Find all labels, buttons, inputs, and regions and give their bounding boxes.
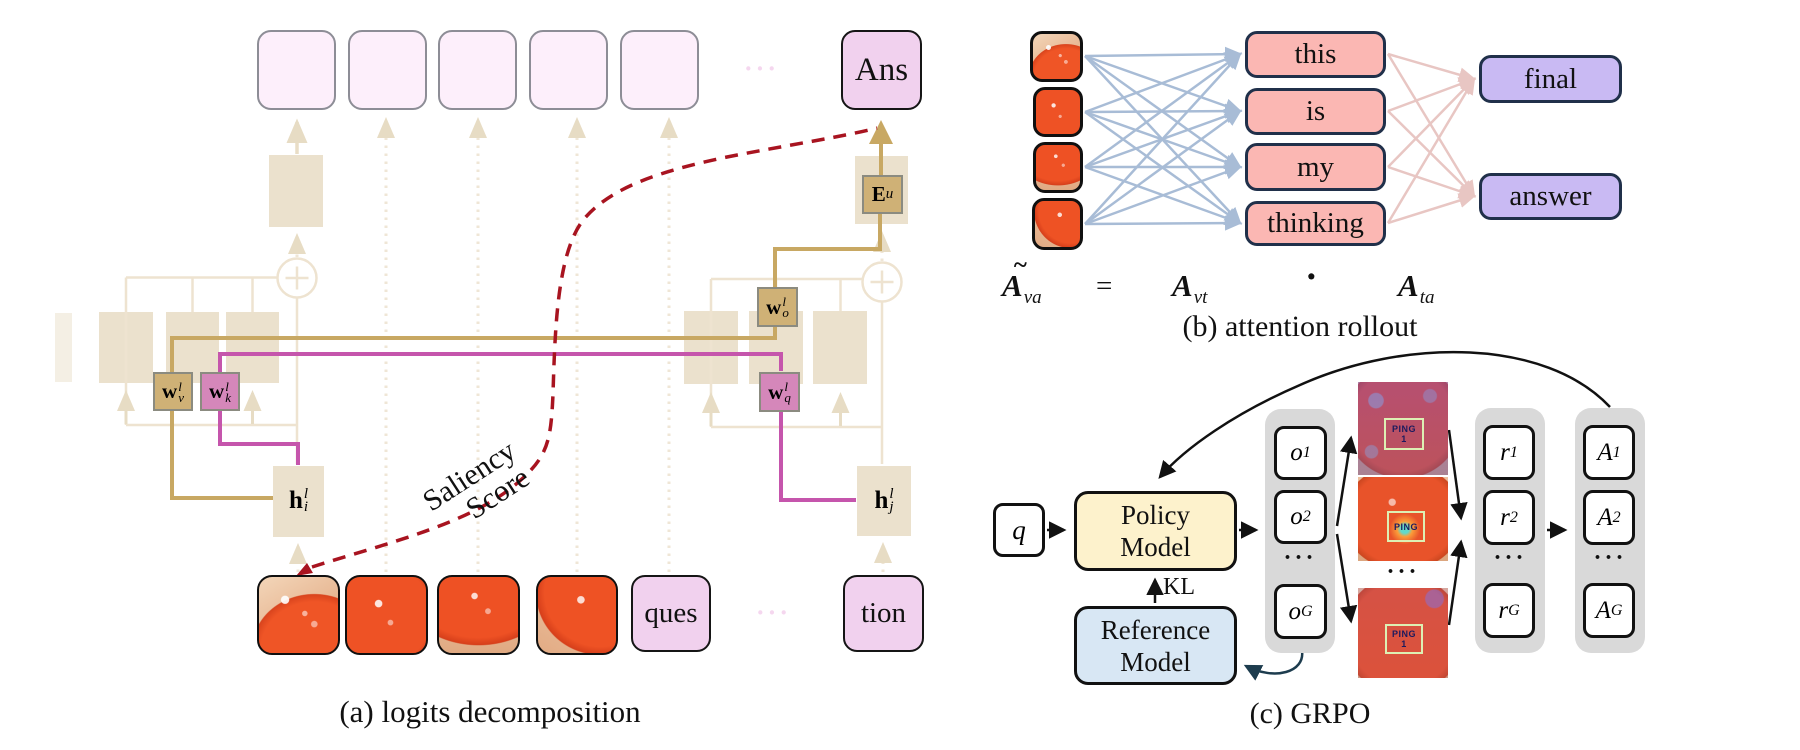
thinking-token-my: my [1245,143,1386,191]
image-patch-4 [536,575,618,655]
thinking-token-thinking: thinking [1245,201,1386,246]
token-slot-2 [348,30,427,110]
formula-lhs: ~Ava [1002,252,1042,308]
saliency-image-2: PING [1358,477,1448,561]
thinking-token-this: this [1245,31,1386,78]
rollout-patch-2 [1033,87,1083,137]
token-slot-5 [620,30,699,110]
reward-ellipsis: ··· [1493,544,1527,571]
answer-token-final: final [1479,55,1622,103]
formula-attn-vt: Avt [1172,268,1208,308]
rollout-patch-4 [1032,198,1083,250]
output-ellipsis: ··· [1283,544,1317,571]
answer-token-answer: answer [1479,173,1622,220]
image-patch-1 [257,575,340,655]
token-slot-3 [438,30,517,110]
answer-token-box: Ans [841,30,922,110]
question-token-tion: tion [843,575,924,652]
caption-panel-c: (c) GRPO [1249,697,1371,730]
rollout-patch-3 [1033,142,1083,193]
query-input-box: q [993,503,1045,557]
formula-attn-ta: Ata [1398,268,1435,308]
image-patch-2 [345,575,428,655]
token-slot-1 [257,30,336,110]
ellipsis-top: ··· [744,54,780,83]
caption-panel-a: (a) logits decomposition [339,694,641,729]
ellipsis-bottom: ··· [756,598,792,627]
rollout-patch-1 [1030,31,1083,82]
thinking-token-is: is [1245,88,1386,135]
question-token-ques: ques [631,575,711,652]
formula-dot: · [1305,256,1318,298]
image-ellipsis: ··· [1386,558,1420,585]
formula-equals: = [1096,270,1113,302]
reference-model-box: Reference Model [1074,606,1237,685]
caption-panel-b: (b) attention rollout [1182,310,1418,343]
kl-divergence-label: KL [1163,574,1195,600]
bbox-ping-2: PING [1387,511,1425,542]
image-patch-3 [437,575,520,655]
token-slot-4 [529,30,608,110]
advantage-ellipsis: ··· [1593,544,1627,571]
policy-model-box: Policy Model [1074,491,1237,571]
